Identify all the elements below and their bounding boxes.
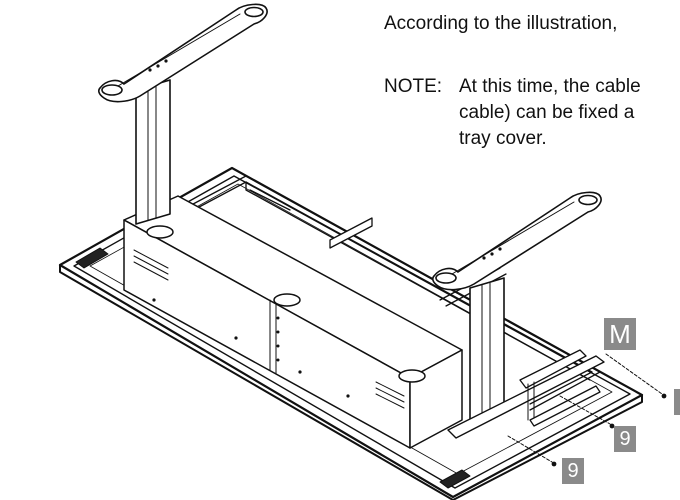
frame-rails	[177, 175, 601, 427]
note-line-1: At this time, the cable	[459, 76, 641, 97]
part-callout-9-upper: 9	[614, 426, 636, 452]
left-leg	[98, 3, 268, 225]
part-callout-cropped	[674, 389, 680, 415]
part-callout-9-lower: 9	[562, 458, 584, 484]
instruction-line-1: According to the illustration,	[384, 13, 618, 34]
note-line-2: cable) can be fixed a	[459, 102, 635, 123]
note-label: NOTE:	[384, 76, 443, 97]
right-leg	[432, 191, 602, 423]
part-callout-m: M	[604, 318, 636, 350]
leader-lines	[507, 353, 663, 463]
end-bracket	[447, 355, 605, 439]
note-line-3: tray cover.	[459, 128, 547, 149]
